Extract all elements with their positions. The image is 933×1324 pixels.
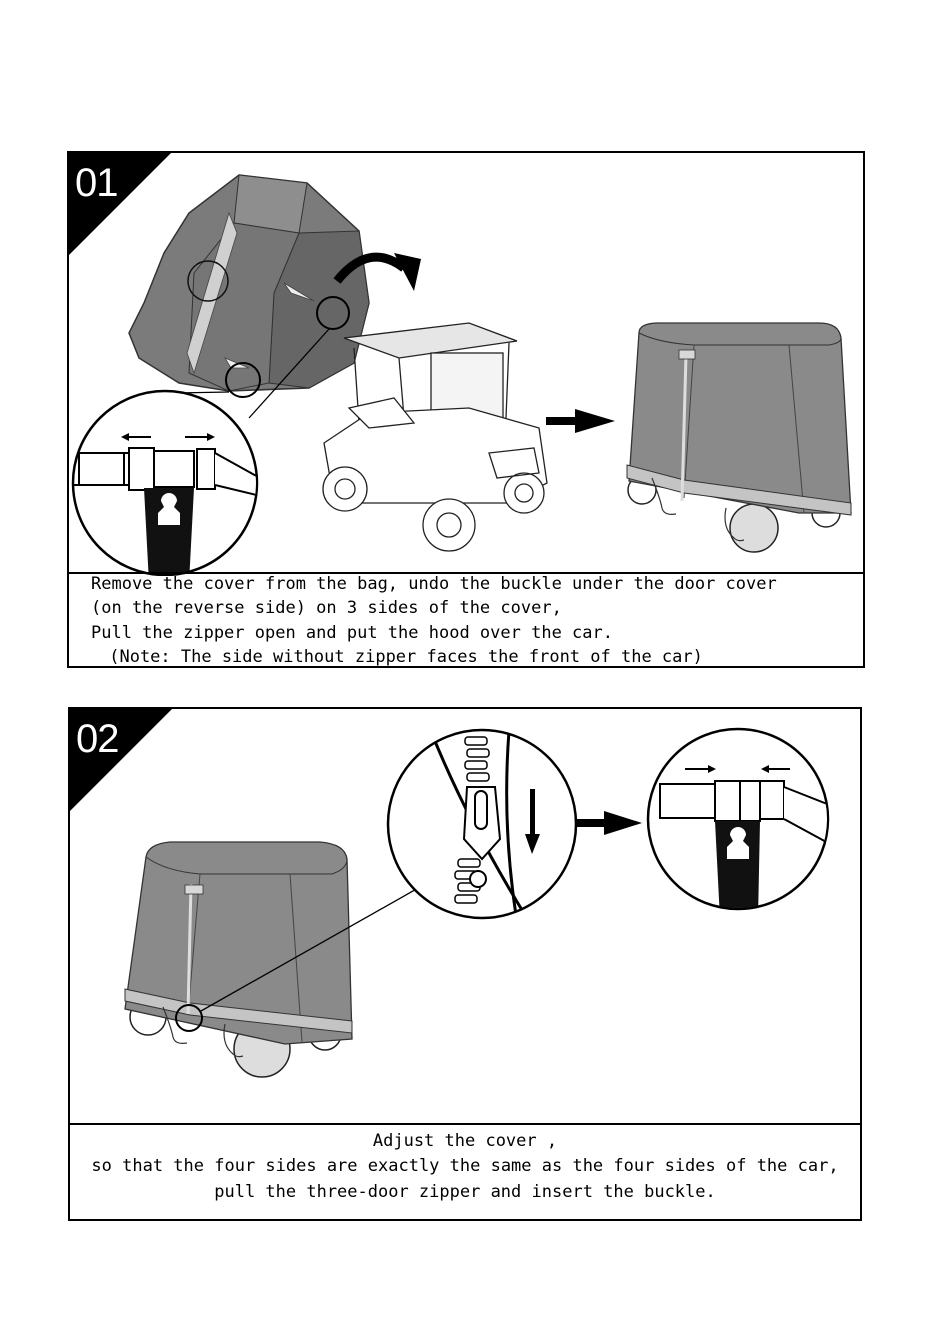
caption-line: (Note: The side without zipper faces the… — [99, 647, 703, 667]
step-2-panel: 02 Adjust the cover , so that the four s… — [68, 707, 862, 1221]
step-number: 02 — [76, 717, 119, 761]
right-arrow-icon — [575, 811, 642, 835]
caption-line: Remove the cover from the bag, undo the … — [91, 574, 777, 594]
caption-line: (on the reverse side) on 3 sides of the … — [91, 598, 562, 618]
right-arrow-icon — [546, 409, 615, 433]
covered-cart-illustration — [626, 322, 852, 553]
golf-cart-illustration — [322, 322, 548, 552]
covered-cart-illustration — [124, 841, 353, 1078]
step-badge-triangle — [70, 709, 172, 811]
folded-cover-illustration — [128, 174, 370, 398]
caption-line: Pull the zipper open and put the hood ov… — [91, 623, 613, 643]
buckle-detail-circle — [71, 389, 259, 576]
step-number: 01 — [75, 161, 118, 205]
caption-line: pull the three-door zipper and insert th… — [214, 1182, 716, 1202]
caption-line: Adjust the cover , — [372, 1131, 558, 1151]
step-badge-triangle — [69, 153, 171, 255]
step-1-panel: 01 Remove the cover from the bag, undo t… — [67, 151, 865, 668]
buckle-detail-circle — [646, 727, 830, 911]
step-1-illustration — [69, 153, 852, 576]
step-2-caption: Adjust the cover , so that the four side… — [70, 1123, 860, 1219]
caption-line: so that the four sides are exactly the s… — [91, 1156, 839, 1176]
zipper-detail-circle — [386, 728, 578, 920]
curved-arrow-icon — [333, 252, 421, 291]
step-1-caption: Remove the cover from the bag, undo the … — [69, 572, 863, 667]
step-2-illustration — [70, 709, 830, 1078]
